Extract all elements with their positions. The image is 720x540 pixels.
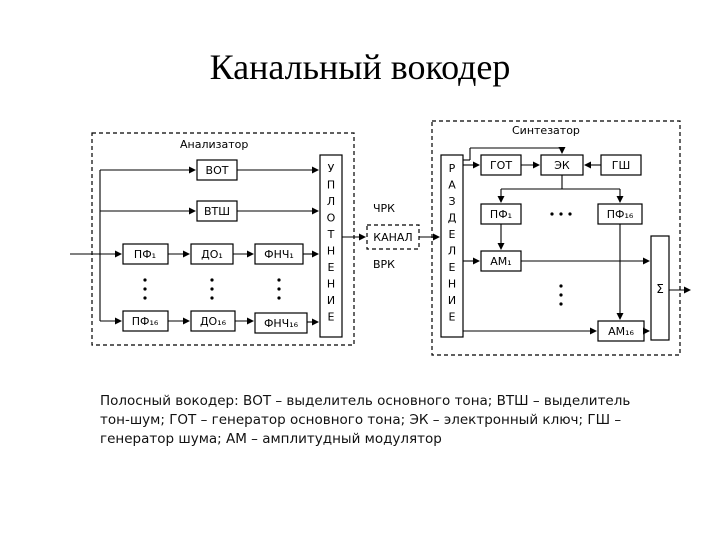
multiplexer-block	[319, 154, 343, 338]
multiplexer-letter: Н	[327, 245, 335, 258]
sum-block	[650, 235, 670, 341]
analyzer-label: Анализатор	[180, 138, 248, 151]
multiplexer-letter: О	[327, 212, 336, 225]
fnch16-label: ФНЧ₁₆	[264, 317, 299, 330]
multiplexer-letter: У	[328, 162, 335, 175]
demultiplexer-block	[440, 154, 464, 338]
multiplexer-letter: Л	[327, 195, 335, 208]
gsh-label: ГШ	[612, 159, 630, 172]
multiplexer-letter: Е	[328, 311, 335, 324]
ek-label: ЭК	[554, 159, 570, 172]
do1-label: ДО₁	[201, 248, 223, 261]
multiplexer-letter: Е	[328, 261, 335, 274]
got-label: ГОТ	[490, 159, 512, 172]
slide-title: Канальный вокодер	[209, 47, 511, 87]
dots-do	[210, 278, 214, 282]
dots-syn-am	[559, 284, 563, 288]
do16-label: ДО₁₆	[200, 315, 227, 328]
fnch1-label: ФНЧ₁	[264, 248, 294, 261]
dots-pf	[143, 278, 147, 282]
syn-pf1-label: ПФ₁	[490, 208, 512, 221]
multiplexer-letter: П	[327, 179, 335, 192]
demultiplexer-letter: Е	[449, 261, 456, 274]
caption-line: тон-шум; ГОТ – генератор основного тона;…	[100, 412, 622, 428]
caption-line: генератор шума; АМ – амплитудный модулят…	[100, 431, 442, 447]
sum-label: Σ	[656, 282, 664, 296]
synthesizer-label: Синтезатор	[512, 124, 580, 137]
synthesizer-frame	[431, 120, 681, 356]
demultiplexer-letter: Р	[449, 162, 456, 175]
multiplexer-letter: И	[327, 294, 335, 307]
demultiplexer-letter: З	[448, 195, 455, 208]
vrk-label: ВРК	[373, 258, 395, 271]
chrk-label: ЧРК	[373, 202, 395, 215]
pf1-label: ПФ₁	[134, 248, 156, 261]
analyzer-frame	[91, 132, 355, 346]
multiplexer-letter: Т	[327, 228, 335, 241]
demultiplexer-letter: Л	[448, 245, 456, 258]
caption: Полосный вокодер: ВОТ – выделитель основ…	[100, 392, 670, 449]
multiplexer-letter: Н	[327, 278, 335, 291]
vot-label: ВОТ	[206, 164, 229, 177]
pf16-label: ПФ₁₆	[132, 315, 159, 328]
demultiplexer-letter: Д	[448, 212, 457, 225]
demultiplexer-letter: А	[448, 179, 456, 192]
demultiplexer-letter: Е	[449, 228, 456, 241]
syn-pf16-label: ПФ₁₆	[607, 208, 634, 221]
am16-label: АМ₁₆	[608, 325, 634, 338]
demultiplexer-letter: Н	[448, 278, 456, 291]
fnch16-block	[254, 312, 308, 334]
caption-line: Полосный вокодер: ВОТ – выделитель основ…	[100, 393, 631, 409]
dots-syn-pf	[550, 212, 554, 216]
channel-label: КАНАЛ	[373, 231, 412, 244]
am1-label: АМ₁	[490, 255, 511, 268]
demultiplexer-letter: И	[448, 294, 456, 307]
demultiplexer-letter: Е	[449, 311, 456, 324]
vtsh-label: ВТШ	[204, 205, 230, 218]
dots-fnch	[277, 278, 281, 282]
